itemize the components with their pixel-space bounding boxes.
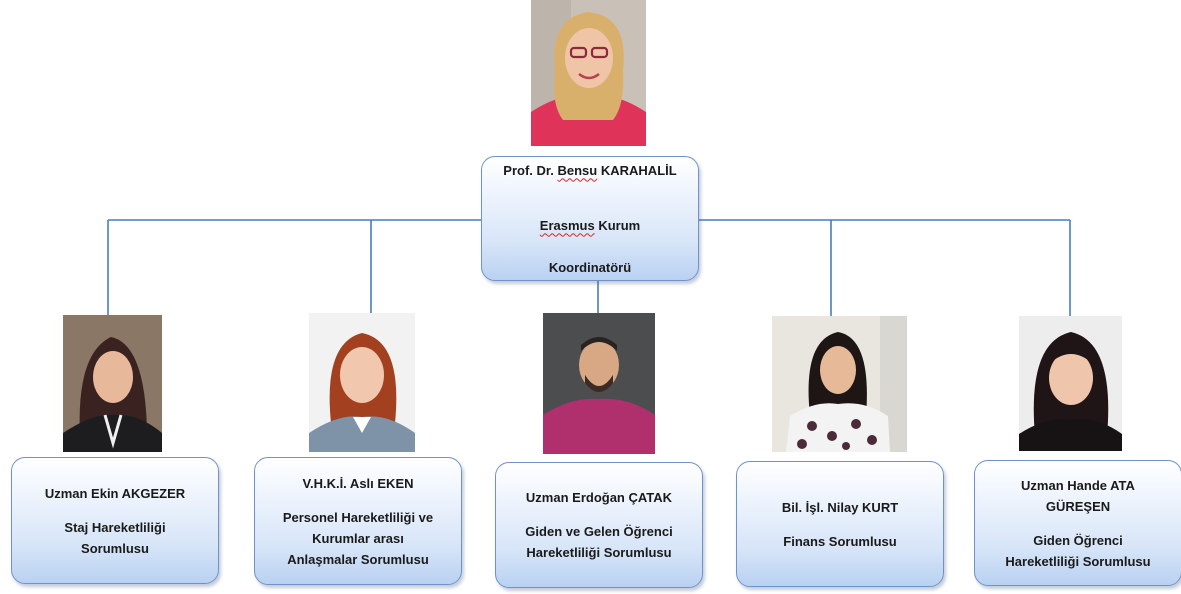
member-photo-2 — [309, 313, 415, 452]
member-box-2: V.H.K.İ. Aslı EKEN Personel Hareketliliğ… — [254, 457, 462, 585]
member-role: Giden ve Gelen Öğrenci Hareketliliği Sor… — [525, 524, 673, 560]
member-role: Staj Hareketliliği Sorumlusu — [64, 519, 166, 556]
person-photo-icon — [543, 313, 655, 454]
member-role: Finans Sorumlusu — [783, 533, 897, 549]
member-name: V.H.K.İ. Aslı EKEN — [302, 475, 414, 491]
member-box-4: Bil. İşl. Nilay KURT Finans Sorumlusu — [736, 461, 944, 587]
member-photo-4 — [772, 316, 907, 452]
member-box-1: Uzman Ekin AKGEZER Staj Hareketliliği So… — [11, 457, 219, 584]
member-photo-5 — [1019, 316, 1122, 451]
member-name: Uzman Erdoğan ÇATAK — [525, 490, 673, 505]
member-photo-1 — [63, 315, 162, 452]
head-box: Prof. Dr. Bensu KARAHALİL Erasmus Kurum … — [481, 156, 699, 281]
person-photo-icon — [1019, 316, 1122, 451]
person-photo-icon — [772, 316, 907, 452]
head-name: Prof. Dr. Bensu KARAHALİL — [503, 162, 677, 178]
member-name: Uzman Hande ATA GÜREŞEN — [1021, 477, 1135, 514]
member-box-5: Uzman Hande ATA GÜREŞEN Giden Öğrenci Ha… — [974, 460, 1181, 586]
member-box-3: Uzman Erdoğan ÇATAK Giden ve Gelen Öğren… — [495, 462, 703, 588]
head-role: Erasmus Kurum Koordinatörü — [539, 217, 641, 275]
member-name: Uzman Ekin AKGEZER — [44, 485, 186, 501]
member-name: Bil. İşl. Nilay KURT — [781, 499, 899, 515]
member-role: Giden Öğrenci Hareketliliği Sorumlusu — [1005, 532, 1151, 569]
head-photo — [531, 0, 646, 146]
member-role: Personel Hareketliliği ve Kurumlar arası… — [282, 509, 434, 567]
person-photo-icon — [63, 315, 162, 452]
member-photo-3 — [543, 313, 655, 454]
person-photo-icon — [531, 0, 646, 146]
person-photo-icon — [309, 313, 415, 452]
